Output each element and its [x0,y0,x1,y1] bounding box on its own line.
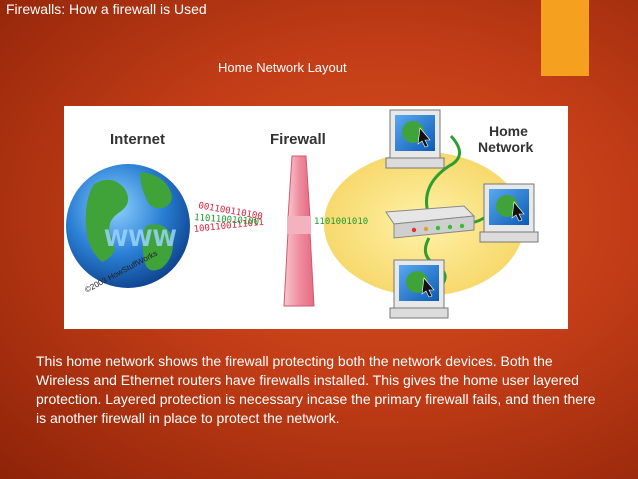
home-label-line1: Home [489,123,528,139]
slide-title: Firewalls: How a firewall is Used [6,1,207,17]
slide-subtitle: Home Network Layout [218,60,347,75]
computer-icon-top [385,109,445,169]
accent-bar [541,0,589,76]
computer-icon-bottom [389,259,449,319]
router-icon [385,205,476,239]
slide-caption: This home network shows the firewall pro… [36,353,596,426]
globe-www-text: WWW [104,227,177,252]
firewall-icon [283,155,315,307]
globe-icon: WWW ©2003 HowStuffWorks [66,164,190,295]
home-label-line2: Network [478,139,533,155]
internet-label: Internet [110,131,165,148]
home-network-diagram: Internet Firewall Home Network WWW ©2003… [64,106,568,329]
green-bits-right: 1101001010 [314,217,368,227]
computer-icon-right [479,183,539,243]
firewall-label: Firewall [270,131,326,148]
green-bits-left: 110110010100 [194,213,260,228]
